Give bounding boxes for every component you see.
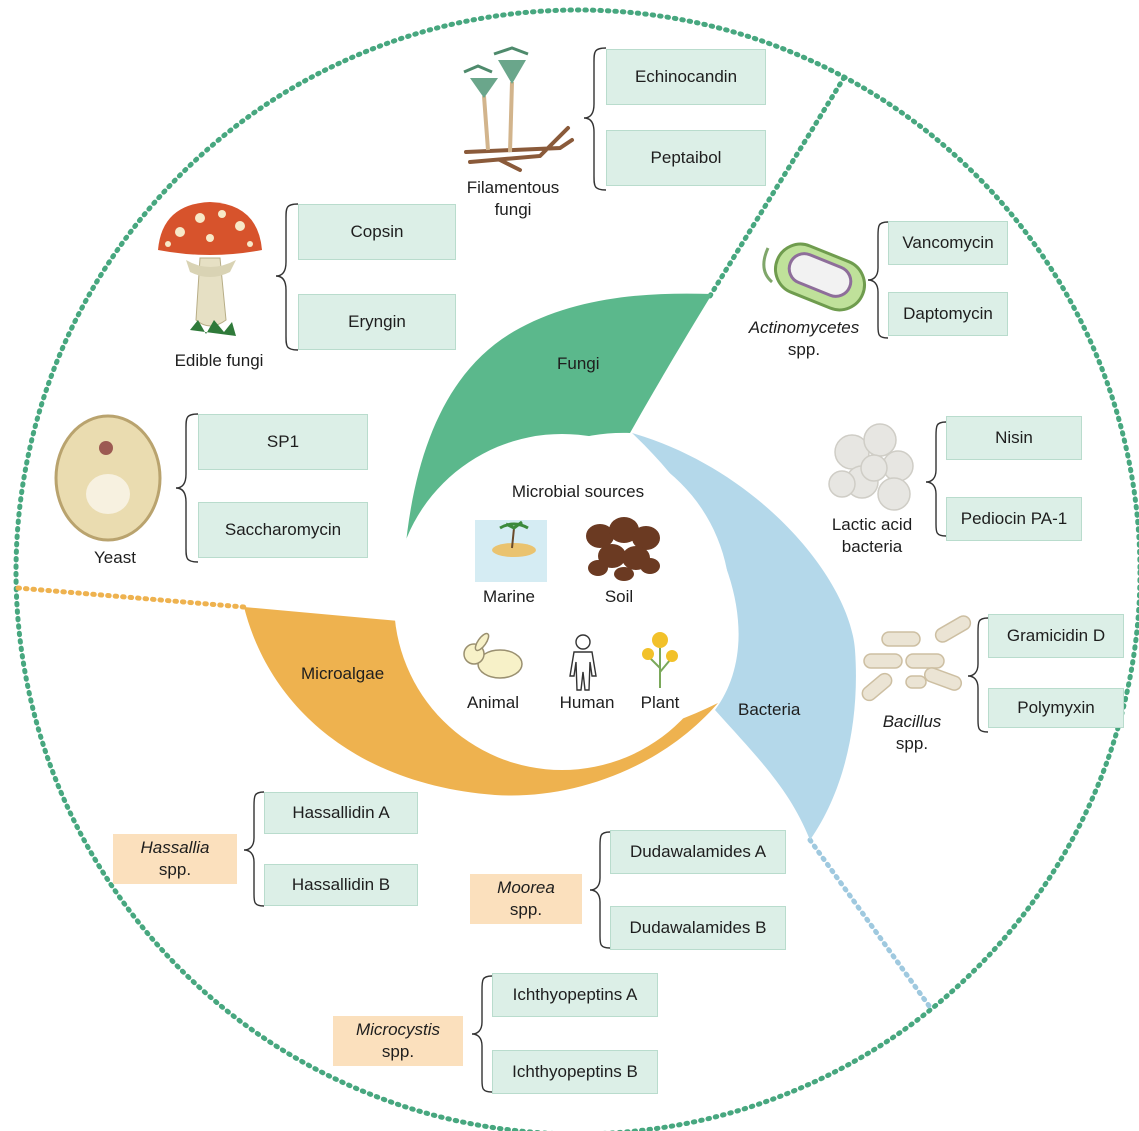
peptide-nisin: Nisin <box>946 416 1082 460</box>
source-plant-label: Plant <box>641 693 680 713</box>
peptide-saccharomycin: Saccharomycin <box>198 502 368 558</box>
edible-fungi-label: Edible fungi <box>159 350 279 372</box>
lactic-bacteria-illustration <box>829 424 913 510</box>
segment-microalgae-label: Microalgae <box>301 664 384 684</box>
peptide-polymyxin: Polymyxin <box>988 688 1124 728</box>
source-animal-label: Animal <box>467 693 519 713</box>
bracket-hassallia <box>244 792 264 906</box>
yeast-label: Yeast <box>75 547 155 569</box>
mushroom-illustration <box>158 202 262 336</box>
peptide-copsin: Copsin <box>298 204 456 260</box>
peptide-hassallidin-a: Hassallidin A <box>264 792 418 834</box>
bracket-bacillus <box>968 618 988 732</box>
yeast-illustration <box>56 416 160 540</box>
peptide-echinocandin: Echinocandin <box>606 49 766 105</box>
peptide-dudawalamides-a: Dudawalamides A <box>610 830 786 874</box>
segment-bacteria-label: Bacteria <box>738 700 800 720</box>
peptide-ichthyopeptins-a: Ichthyopeptins A <box>492 973 658 1017</box>
peptide-dudawalamides-b: Dudawalamides B <box>610 906 786 950</box>
peptide-vancomycin: Vancomycin <box>888 221 1008 265</box>
actinomycetes-illustration <box>764 237 872 318</box>
bacillus-illustration <box>859 613 972 703</box>
bracket-edible <box>276 204 298 350</box>
peptide-daptomycin: Daptomycin <box>888 292 1008 336</box>
bracket-filamentous <box>584 48 606 190</box>
bracket-yeast <box>176 414 198 562</box>
peptide-peptaibol: Peptaibol <box>606 130 766 186</box>
filamentous-fungi-illustration <box>464 48 572 170</box>
bracket-moorea <box>590 832 610 948</box>
peptide-gramicidin: Gramicidin D <box>988 614 1124 658</box>
peptide-hassallidin-b: Hassallidin B <box>264 864 418 906</box>
bracket-microcystis <box>472 976 492 1092</box>
source-soil-label: Soil <box>605 587 633 607</box>
divider-bacteria-microalgae <box>810 840 932 1010</box>
divider-microalgae-fungi <box>18 588 244 607</box>
peptide-eryngin: Eryngin <box>298 294 456 350</box>
peptide-pediocin: Pediocin PA-1 <box>946 497 1082 541</box>
source-marine-label: Marine <box>483 587 535 607</box>
segment-fungi-label: Fungi <box>557 354 600 374</box>
center-title: Microbial sources <box>512 482 644 502</box>
peptide-ichthyopeptins-b: Ichthyopeptins B <box>492 1050 658 1094</box>
source-human-label: Human <box>560 693 615 713</box>
peptide-sp1: SP1 <box>198 414 368 470</box>
marine-illustration <box>475 520 547 582</box>
